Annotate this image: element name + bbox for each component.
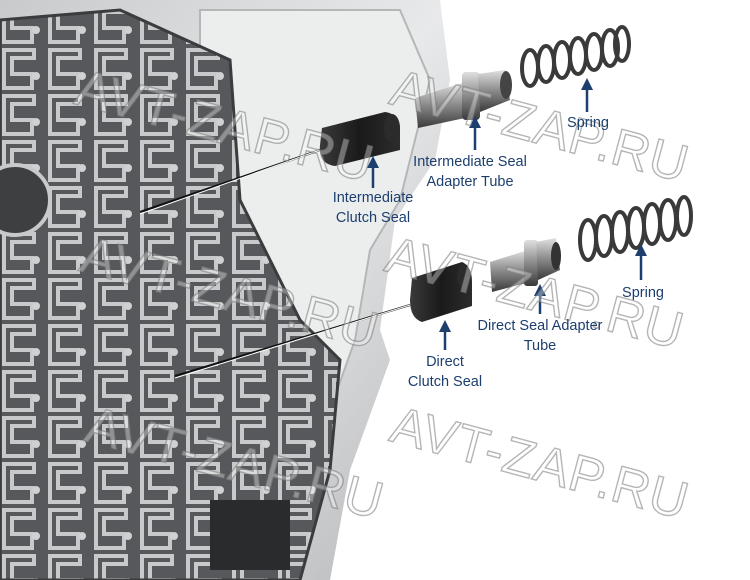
- spring-bottom-part: [578, 195, 693, 262]
- label-line: Clutch Seal: [335, 210, 411, 226]
- label-line: Clutch Seal: [407, 374, 483, 390]
- callout-arrows: [367, 78, 647, 350]
- label-line: Adapter Tube: [426, 174, 514, 190]
- spring-bottom-label: Spring: [622, 285, 664, 301]
- intermediate-clutch-seal-part: [319, 112, 400, 166]
- valve-body: [0, 8, 342, 580]
- direct-clutch-seal-label: Direct Clutch Seal: [408, 352, 482, 392]
- label-line: Intermediate: [332, 190, 414, 206]
- direct-adapter-tube-label: Direct Seal Adapter Tube: [478, 316, 603, 356]
- direct-clutch-seal-part: [410, 262, 472, 322]
- intermediate-adapter-tube-part: [415, 70, 512, 128]
- spring-top-label: Spring: [567, 115, 609, 131]
- label-line: Direct Seal Adapter: [477, 318, 603, 334]
- label-line: Intermediate Seal: [413, 154, 527, 170]
- intermediate-clutch-seal-label: Intermediate Clutch Seal: [333, 188, 414, 228]
- label-line: Direct: [426, 354, 464, 370]
- spring-top-part: [520, 25, 631, 88]
- label-line: Tube: [523, 338, 557, 354]
- direct-adapter-tube-part: [490, 238, 561, 292]
- intermediate-adapter-tube-label: Intermediate Seal Adapter Tube: [413, 152, 527, 192]
